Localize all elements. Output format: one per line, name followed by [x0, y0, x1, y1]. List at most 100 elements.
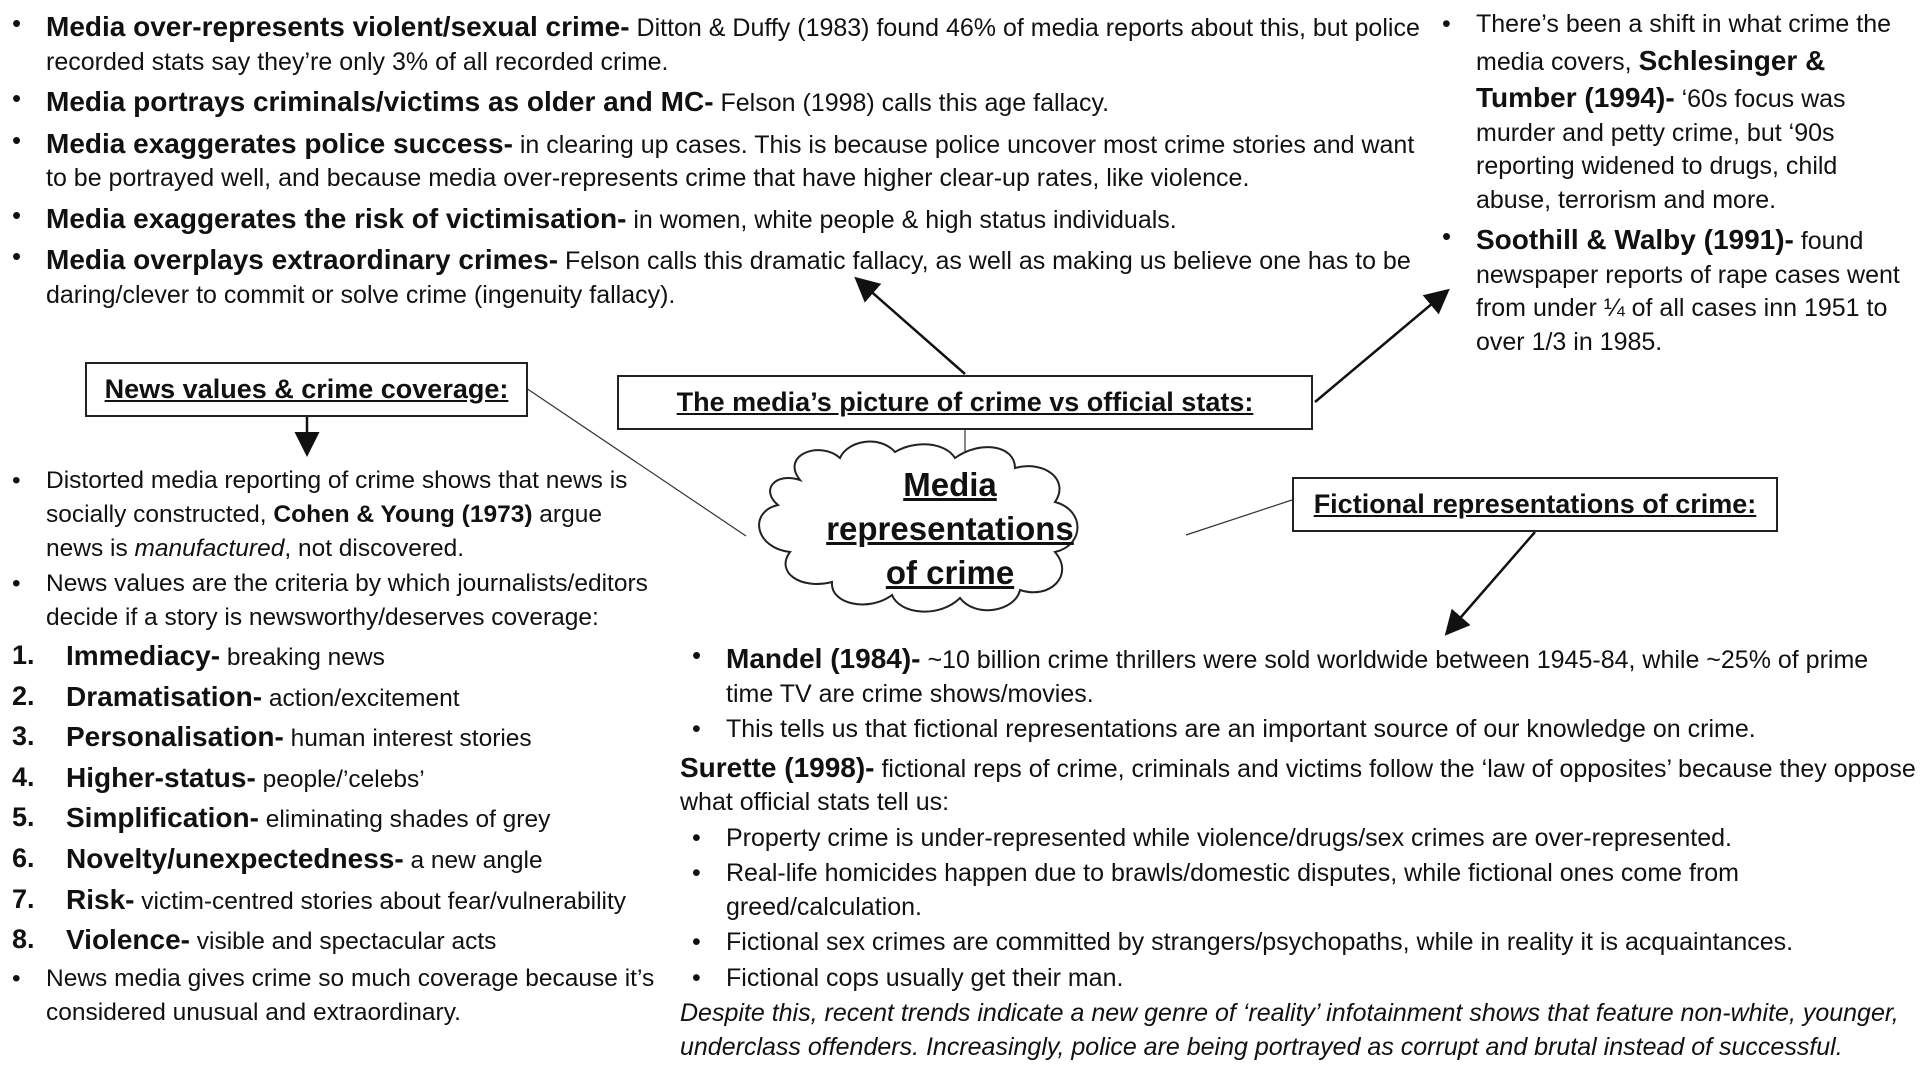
news-intro-text: News values are the criteria by which jo…	[46, 570, 648, 632]
link-cloud-fiction	[1185, 499, 1293, 536]
news-value-text: a new angle	[403, 847, 543, 875]
stats-point-text: Ditton & Duffy (1983) found 46% of media…	[46, 14, 1420, 76]
news-value-number: 8.	[12, 924, 35, 955]
news-value-item: 8.Violence- visible and spectacular acts	[0, 921, 660, 960]
stats-point-bold: Media exaggerates the risk of victimisat…	[46, 202, 627, 234]
shift-point-text: found newspaper reports of rape cases we…	[1476, 227, 1900, 356]
fiction-point: This tells us that fictional representat…	[680, 713, 1916, 747]
surette-bold: Surette (1998)-	[680, 751, 875, 783]
news-value-item: 6. Novelty/unexpectedness- a new angle	[0, 840, 660, 879]
stats-point: Media over-represents violent/sexual cri…	[0, 8, 1420, 79]
central-topic-title: Media representations of crime	[770, 463, 1130, 596]
fiction-block: Mandel (1984)- ~10 billion crime thrille…	[680, 640, 1916, 1064]
stats-point-text: Felson (1998) calls this age fallacy.	[713, 89, 1110, 118]
fiction-top-list: Mandel (1984)- ~10 billion crime thrille…	[680, 640, 1916, 747]
fictional-heading-box: Fictional representations of crime:	[1292, 477, 1778, 532]
fiction-point: Mandel (1984)- ~10 billion crime thrille…	[680, 640, 1916, 711]
central-title-line-2: representations	[826, 510, 1074, 548]
opposite-point: Real-life homicides happen due to brawls…	[680, 857, 1916, 924]
stats-point-bold: Media overplays extraordinary crimes-	[46, 244, 559, 276]
fiction-point-text: This tells us that fictional representat…	[726, 715, 1756, 744]
stats-point-text: in clearing up cases. This is because po…	[46, 130, 1415, 193]
official-stats-heading: The media’s picture of crime vs official…	[676, 387, 1254, 417]
news-intro-list: Distorted media reporting of crime shows…	[0, 464, 660, 635]
news-value-item: 4. Higher-status- people/’celebs’	[0, 759, 660, 798]
news-intro-text: argue news is	[46, 500, 602, 562]
news-value-number: 1.	[12, 639, 35, 670]
news-intro-point: Distorted media reporting of crime shows…	[0, 464, 660, 565]
news-values-block: Distorted media reporting of crime shows…	[0, 464, 660, 1030]
news-intro-bold: Cohen & Young (1973)	[273, 500, 533, 528]
news-value-item: 5. Simplification- eliminating shades of …	[0, 799, 660, 838]
news-intro-emphasis: manufactured	[134, 534, 285, 562]
news-value-bold: Risk-	[66, 883, 135, 915]
central-title-line-3: of crime	[885, 554, 1015, 592]
news-value-number: 7.	[12, 883, 35, 914]
stats-point: Media exaggerates the risk of victimisat…	[0, 200, 1420, 238]
news-value-text: people/’celebs’	[255, 765, 425, 793]
news-values-heading: News values & crime coverage:	[104, 374, 509, 404]
shift-point-bold: Soothill & Walby (1991)-	[1476, 224, 1794, 256]
stats-point-text: Felson calls this dramatic fallacy, as w…	[46, 247, 1411, 309]
news-value-number: 5.	[12, 802, 35, 833]
news-value-item: 1. Immediacy- breaking news	[0, 637, 660, 676]
stats-point-bold: Media portrays criminals/victims as olde…	[46, 86, 714, 118]
news-value-text: breaking news	[220, 643, 385, 671]
surette-paragraph: Surette (1998)- fictional reps of crime,…	[680, 749, 1916, 820]
news-intro-text: Distorted media reporting of crime shows…	[46, 467, 628, 528]
opposite-point-text: Property crime is under-represented whil…	[726, 823, 1732, 852]
news-value-number: 6.	[12, 843, 35, 874]
news-value-text: human interest stories	[283, 725, 532, 753]
news-value-number: 4.	[12, 761, 35, 792]
news-value-number: 2.	[12, 680, 35, 711]
stats-point: Media overplays extraordinary crimes- Fe…	[0, 241, 1420, 312]
news-value-text: action/excitement	[262, 684, 460, 712]
stats-points-block: Media over-represents violent/sexual cri…	[0, 8, 1420, 312]
news-outro-text: News media gives crime so much coverage …	[46, 964, 655, 1026]
news-value-item: 7. Risk- victim-centred stories about fea…	[0, 881, 660, 920]
news-value-bold: Novelty/unexpectedness-	[66, 843, 404, 875]
news-value-bold: Violence-	[66, 924, 190, 956]
news-value-bold: Higher-status-	[66, 761, 256, 793]
fictional-heading: Fictional representations of crime:	[1313, 489, 1757, 519]
opposite-point: Fictional sex crimes are committed by st…	[680, 926, 1916, 960]
fiction-conclusion: Despite this, recent trends indicate a n…	[680, 999, 1899, 1061]
news-value-bold: Personalisation-	[66, 721, 284, 753]
opposites-list: Property crime is under-represented whil…	[680, 822, 1916, 996]
news-outro-list: News media gives crime so much coverage …	[0, 962, 660, 1030]
stats-point-text: in women, white people & high status ind…	[626, 205, 1177, 234]
news-values-list: 1. Immediacy- breaking news 2. Dramatisati…	[0, 637, 660, 960]
shift-point: Soothill & Walby (1991)- found newspaper…	[1430, 221, 1918, 359]
news-value-bold: Immediacy-	[66, 639, 221, 671]
stats-point-bold: Media exaggerates police success-	[46, 127, 513, 159]
fiction-point-bold: Mandel (1984)-	[726, 643, 921, 674]
news-value-bold: Dramatisation-	[66, 680, 263, 712]
news-value-item: 2. Dramatisation- action/excitement	[0, 678, 660, 717]
central-title-line-1: Media	[903, 466, 997, 503]
arrow-to-fiction-list	[1444, 531, 1536, 636]
shift-points-list: There’s been a shift in what crime the m…	[1430, 8, 1918, 359]
official-stats-heading-box: The media’s picture of crime vs official…	[617, 375, 1313, 430]
stats-point: Media exaggerates police success- in cle…	[0, 125, 1420, 196]
opposite-point-text: Fictional sex crimes are committed by st…	[726, 928, 1794, 957]
stats-points-list: Media over-represents violent/sexual cri…	[0, 8, 1420, 312]
stats-point-bold: Media over-represents violent/sexual cri…	[46, 11, 630, 42]
opposite-point: Fictional cops usually get their man.	[680, 962, 1916, 996]
opposite-point-text: Fictional cops usually get their man.	[726, 963, 1124, 992]
news-intro-text: , not discovered.	[284, 534, 465, 562]
news-intro-point: News values are the criteria by which jo…	[0, 567, 660, 635]
shift-point-text: ‘60s focus was murder and petty crime, b…	[1476, 85, 1846, 214]
shift-points-block: There’s been a shift in what crime the m…	[1430, 8, 1918, 359]
news-value-bold: Simplification-	[66, 802, 259, 834]
surette-text: fictional reps of crime, criminals and v…	[680, 754, 1916, 817]
stats-point: Media portrays criminals/victims as olde…	[0, 83, 1420, 121]
news-value-text: eliminating shades of grey	[258, 806, 551, 834]
shift-point-bold: Schlesinger & Tumber (1994)-	[1476, 44, 1826, 114]
shift-point-pre: There’s been a shift in what crime the m…	[1476, 10, 1892, 76]
news-value-text: victim-centred stories about fear/vulner…	[134, 887, 627, 915]
news-outro-point: News media gives crime so much coverage …	[0, 962, 660, 1030]
news-value-item: 3. Personalisation- human interest storie…	[0, 718, 660, 757]
news-values-heading-box: News values & crime coverage:	[85, 362, 528, 417]
news-value-number: 3.	[12, 721, 35, 752]
fiction-point-text: ~10 billion crime thrillers were sold wo…	[726, 646, 1869, 708]
